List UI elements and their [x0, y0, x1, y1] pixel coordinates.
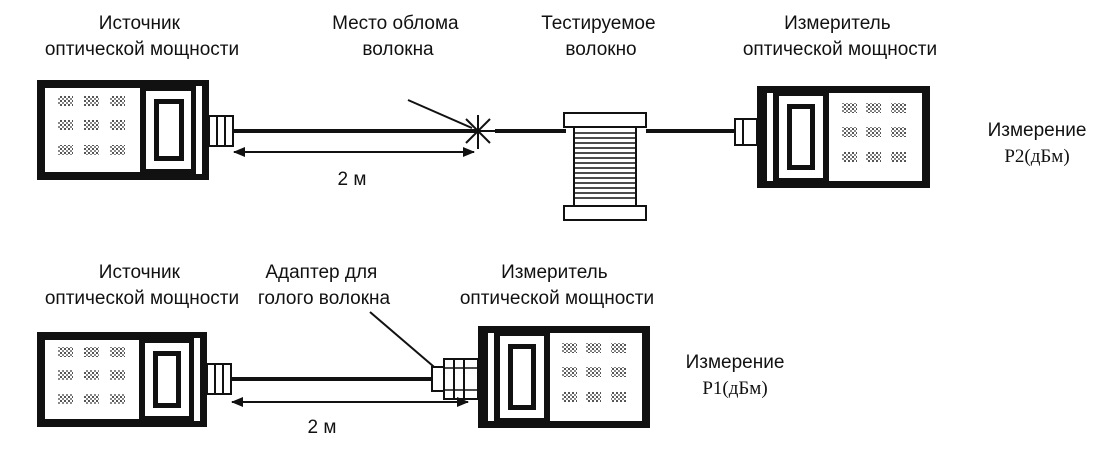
break-star-icon [461, 115, 495, 149]
fiber-spool-icon [563, 112, 647, 221]
bottom-meter-device [478, 326, 650, 428]
bottom-source-connector [206, 363, 232, 395]
bottom-source-label: Источник оптической мощности [45, 262, 239, 309]
top-source-label: Источник оптической мощности [45, 13, 239, 60]
top-source-device [37, 80, 209, 180]
top-measurement-label: Измерение [988, 120, 1087, 141]
bottom-measurement-label: Измерение [686, 352, 785, 373]
top-measurement-value: P2(дБм) [1004, 146, 1069, 167]
top-source-connector [208, 115, 234, 147]
bare-fiber-adapter-icon [431, 358, 479, 400]
bottom-setup: Источник оптической мощности Адаптер для… [37, 262, 784, 438]
bottom-meter-label: Измеритель оптической мощности [460, 262, 654, 309]
top-meter-connector [734, 118, 758, 146]
top-test-fiber-label: Тестируемое волокно [541, 13, 661, 60]
bottom-adapter-label: Адаптер для голого волокна [258, 262, 391, 309]
top-setup: Источник оптической мощности Место облом… [37, 13, 1087, 221]
adapter-pointer [369, 311, 441, 373]
top-distance-label: 2 м [338, 169, 367, 190]
bottom-distance-label: 2 м [308, 417, 337, 438]
break-pointer [407, 99, 473, 129]
bottom-source-device [37, 332, 207, 427]
top-break-label: Место облома волокна [332, 13, 464, 60]
top-meter-label: Измеритель оптической мощности [743, 13, 937, 60]
top-meter-device [757, 86, 930, 188]
bottom-measurement-value: P1(дБм) [702, 378, 767, 399]
